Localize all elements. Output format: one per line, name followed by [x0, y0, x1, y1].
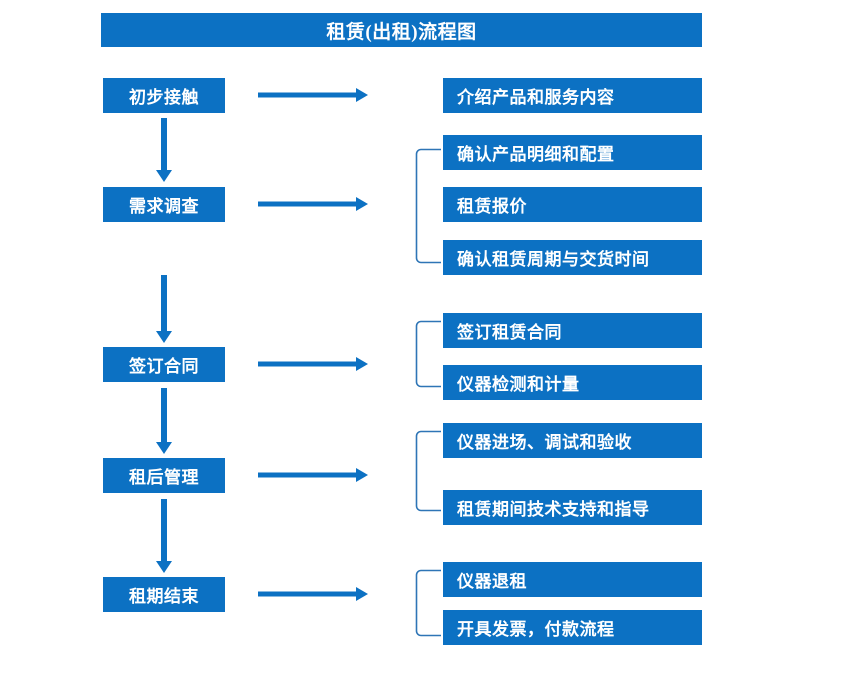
- stage-box-2[interactable]: 需求调查: [103, 187, 225, 222]
- right-arrow-icon: [258, 196, 368, 212]
- detail-box-4-1[interactable]: 仪器进场、调试和验收: [443, 423, 702, 458]
- stage-box-4[interactable]: 租后管理: [103, 458, 225, 493]
- detail-box-5-2[interactable]: 开具发票，付款流程: [443, 610, 702, 645]
- down-arrow-icon: [156, 118, 172, 182]
- down-arrow-icon: [156, 499, 172, 573]
- right-arrow-icon: [258, 356, 368, 372]
- right-arrow-icon: [258, 467, 368, 483]
- bracket-icon: [415, 569, 441, 637]
- detail-box-5-1[interactable]: 仪器退租: [443, 562, 702, 597]
- diagram-title: 租赁(出租)流程图: [101, 13, 702, 47]
- stage-box-5[interactable]: 租期结束: [103, 577, 225, 612]
- down-arrow-icon: [156, 275, 172, 343]
- detail-box-1-1[interactable]: 介绍产品和服务内容: [443, 78, 702, 113]
- detail-box-3-1[interactable]: 签订租赁合同: [443, 313, 702, 348]
- right-arrow-icon: [258, 87, 368, 103]
- down-arrow-icon: [156, 388, 172, 454]
- bracket-icon: [415, 320, 441, 388]
- detail-box-2-2[interactable]: 租赁报价: [443, 187, 702, 222]
- detail-box-2-1[interactable]: 确认产品明细和配置: [443, 135, 702, 170]
- stage-box-3[interactable]: 签订合同: [103, 347, 225, 382]
- right-arrow-icon: [258, 586, 368, 602]
- detail-box-4-2[interactable]: 租赁期间技术支持和指导: [443, 490, 702, 525]
- detail-box-2-3[interactable]: 确认租赁周期与交货时间: [443, 240, 702, 275]
- stage-box-1[interactable]: 初步接触: [103, 78, 225, 113]
- bracket-icon: [415, 430, 441, 512]
- bracket-icon: [415, 148, 441, 264]
- detail-box-3-2[interactable]: 仪器检测和计量: [443, 365, 702, 400]
